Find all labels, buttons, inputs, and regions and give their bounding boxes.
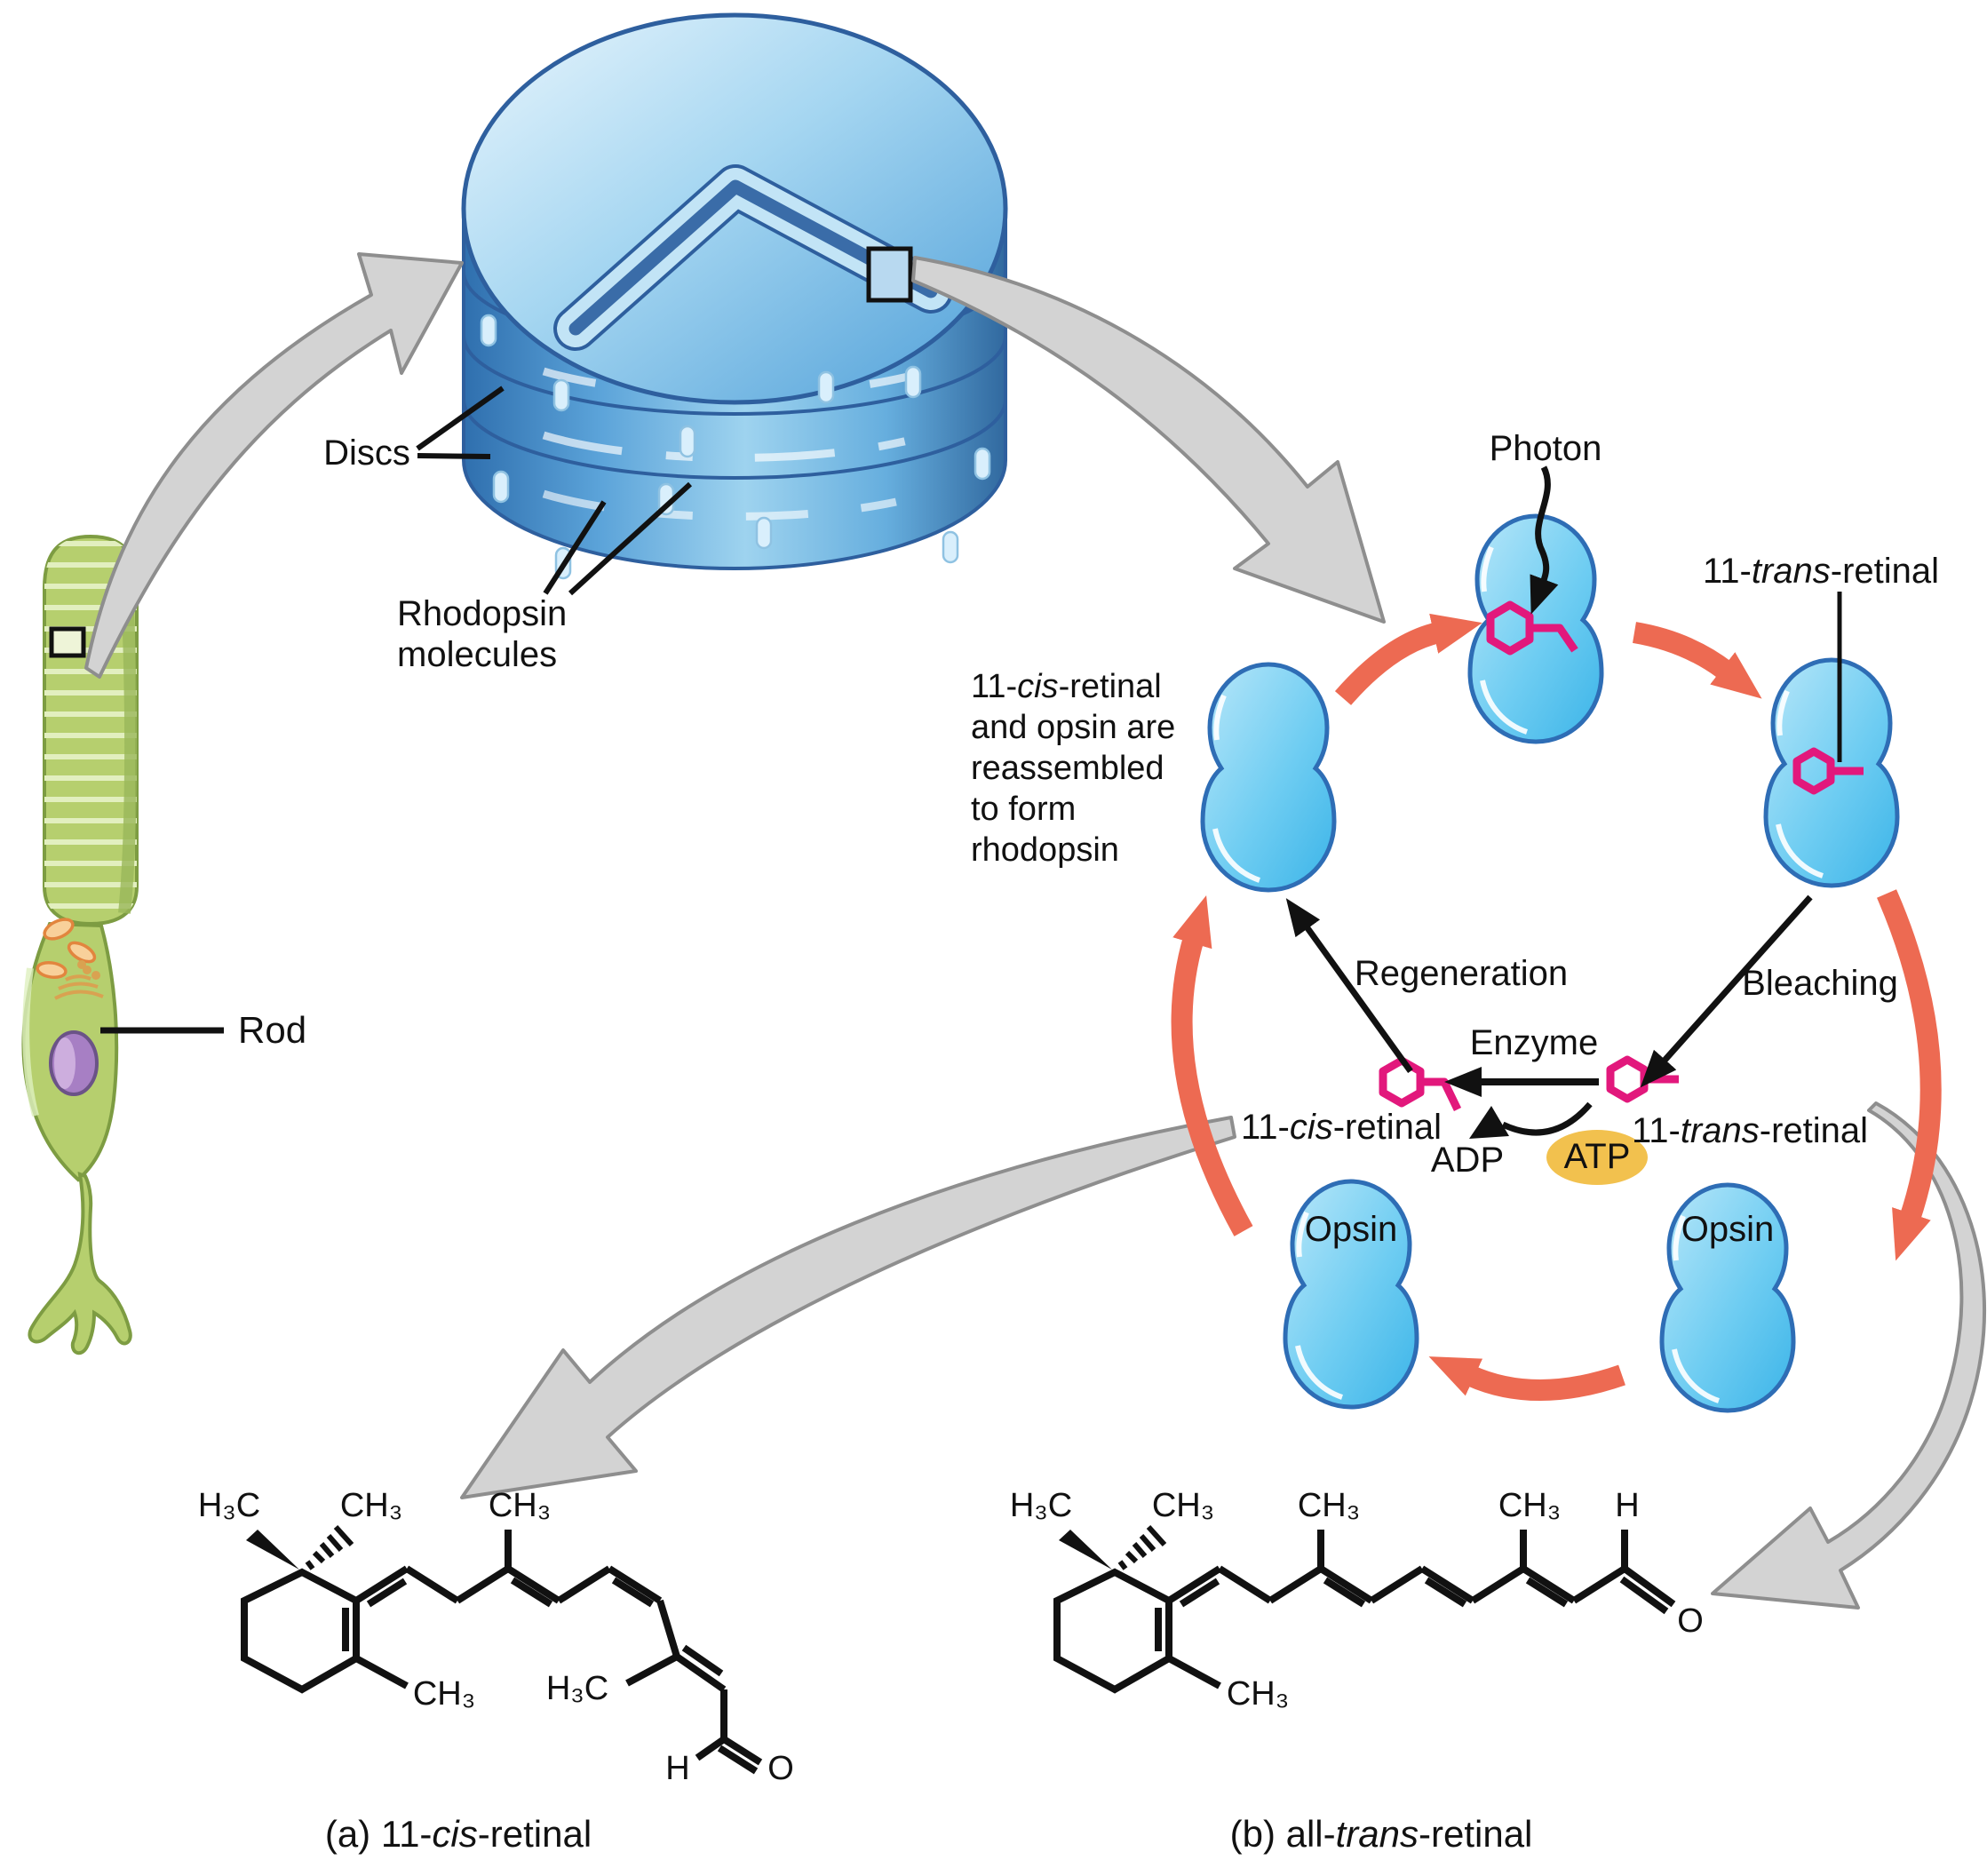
red-arc-topleft [1334, 613, 1482, 705]
mol-b-ch3-chain-1: CH₃ [1297, 1487, 1361, 1525]
atp-label: ATP [1563, 1137, 1631, 1176]
rod-synaptic-foot [28, 1172, 132, 1355]
molecule-b-bonds [1053, 1524, 1676, 1694]
rhodopsin-pointer-lines [543, 481, 693, 596]
arrow-discs-to-cycle [911, 256, 1386, 624]
photon-arrow [1530, 465, 1559, 615]
mol-a-o: O [767, 1750, 794, 1788]
note-line1: 11-cis-retinal [971, 668, 1162, 705]
rod-cell [21, 534, 224, 1355]
discs-pointer-lines [416, 386, 505, 459]
discs-label: Discs [323, 433, 410, 473]
arrow-rod-to-discs [84, 252, 464, 679]
note-line5: rhodopsin [971, 831, 1119, 869]
trans-retinal-top-label: 11-trans-retinal [1702, 552, 1940, 591]
mol-a-ch3-ring-bottom: CH₃ [412, 1675, 476, 1713]
arrow-cycle-to-molecule-a [460, 1116, 1236, 1499]
retinal-molecule-top [1486, 600, 1578, 656]
mol-b-ch3-chain-2: CH₃ [1498, 1487, 1562, 1525]
enzyme-label: Enzyme [1469, 1023, 1599, 1062]
molecule-b-caption: (b) all-trans-retinal [1229, 1812, 1533, 1855]
rhodopsin-molecules-label: Rhodopsin molecules [397, 593, 567, 675]
gray-arrows [84, 252, 1987, 1610]
golgi-apparatus [54, 960, 104, 1000]
mol-a-ch3-ring-right: CH₃ [339, 1487, 403, 1525]
red-arc-left [1171, 895, 1253, 1236]
rhodopsin-bumps [480, 314, 991, 580]
blob-rhodopsin-left [1203, 664, 1334, 890]
atp-ellipse [1546, 1130, 1648, 1185]
red-arc-bottom [1428, 1356, 1625, 1401]
opsin-left-label: Opsin [1304, 1210, 1398, 1249]
bleaching-label: Bleaching [1742, 964, 1898, 1003]
regeneration-arrow [1285, 898, 1413, 1074]
mol-b-ch3-ring-bottom: CH₃ [1226, 1675, 1290, 1713]
red-arc-topright [1632, 622, 1762, 699]
regeneration-label: Regeneration [1354, 954, 1569, 993]
photon-label: Photon [1489, 429, 1602, 468]
zoom-box-disc [866, 246, 913, 303]
retinal-molecule-trans-center [1606, 1055, 1679, 1103]
mitochondria [36, 918, 97, 979]
atp-adp-curved-arrow [1501, 1101, 1593, 1136]
retinal-molecule-right [1792, 747, 1864, 795]
note-line3: reassembled [971, 750, 1164, 787]
molecule-a-caption: (a) 11-cis-retinal [324, 1812, 592, 1855]
opsin-right-label: Opsin [1681, 1210, 1775, 1249]
zoom-box-rod [49, 626, 86, 658]
nucleus-highlight [54, 1037, 76, 1089]
adp-label: ADP [1430, 1141, 1505, 1180]
rhodopsin-label-line1: Rhodopsin [397, 594, 568, 633]
disc-cut-notch [553, 164, 953, 351]
mol-a-h: H [665, 1750, 690, 1788]
retinal-molecule-cis-center [1379, 1056, 1462, 1111]
rhodopsin-label-line2: molecules [397, 635, 558, 674]
bleaching-arrow [1640, 894, 1813, 1088]
mol-b-ch3-ring-right: CH₃ [1151, 1487, 1215, 1525]
cis-retinal-center-label: 11-cis-retinal [1241, 1108, 1442, 1147]
red-arc-right [1877, 889, 1942, 1261]
trans-retinal-center-label: 11-trans-retinal [1631, 1111, 1869, 1150]
molecule-a-bonds [241, 1524, 763, 1775]
rod-label: Rod [238, 1008, 307, 1051]
mol-a-h3c-ring-left: H₃C [197, 1487, 261, 1525]
mol-a-h3c-chain: H₃C [545, 1670, 609, 1708]
disc-stack [416, 12, 1008, 596]
cycle-black-arrows [1285, 465, 1813, 1136]
mol-b-h: H [1615, 1487, 1640, 1525]
arrow-cycle-to-molecule-b [1711, 1101, 1987, 1610]
mol-a-ch3-chain-top: CH₃ [488, 1487, 552, 1525]
atp-adp-arrowhead [1469, 1106, 1509, 1139]
cycle-red-arrows [1171, 613, 1942, 1401]
note-line2: and opsin are [971, 709, 1176, 746]
reassembled-note: 11-cis-retinal and opsin are reassembled… [971, 666, 1175, 870]
note-line4: to form [971, 791, 1077, 828]
mol-b-o: O [1677, 1602, 1704, 1641]
mol-b-h3c-ring-left: H₃C [1009, 1487, 1073, 1525]
